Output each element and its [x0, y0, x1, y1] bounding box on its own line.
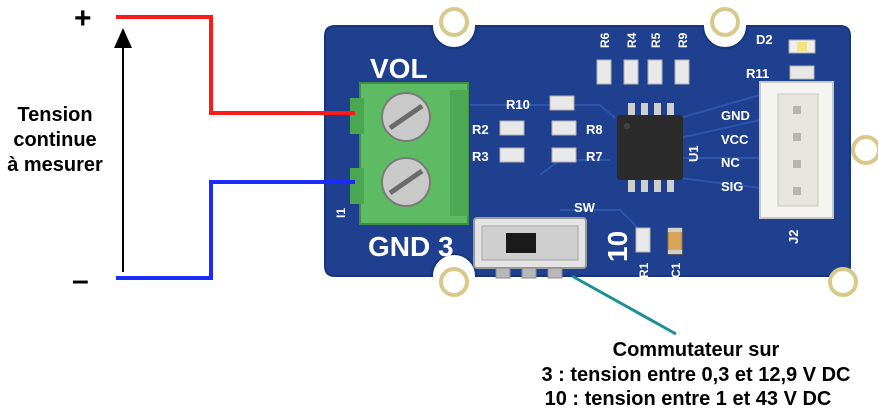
- pin-label-nc: NC: [721, 155, 740, 170]
- switch-note-line-3: 10 : tension entre 1 et 43 V DC: [545, 388, 832, 410]
- tension-label-line-3: à mesurer: [7, 154, 103, 176]
- resistor-r11: [789, 65, 815, 80]
- label-j2: J2: [786, 230, 801, 244]
- label-r6: R6: [598, 32, 612, 48]
- minus-sign: –: [72, 264, 89, 297]
- mounting-hole: [828, 267, 858, 297]
- pin-label-sig: SIG: [721, 179, 743, 194]
- pin-label-gnd: GND: [721, 108, 750, 123]
- label-c1: C1: [669, 262, 683, 278]
- label-switch-10: 10: [602, 231, 633, 262]
- tension-label-line-2: continue: [13, 129, 96, 151]
- label-r3: R3: [472, 149, 489, 164]
- tension-label-line-1: Tension: [17, 104, 92, 126]
- label-gnd: GND: [368, 231, 430, 262]
- label-r5: R5: [649, 32, 663, 48]
- label-r11: R11: [746, 66, 769, 81]
- led-icon: [788, 39, 816, 54]
- pcb-traces: [470, 94, 761, 231]
- mounting-hole: [439, 267, 469, 297]
- resistor-r2: [499, 120, 525, 136]
- resistor-r9: [674, 59, 690, 85]
- label-r10: R10: [506, 97, 530, 112]
- resistor-r1: [635, 227, 651, 253]
- label-r7: R7: [586, 149, 603, 164]
- switch-leader-line: [571, 274, 677, 336]
- resistor-r4: [623, 59, 639, 85]
- op-amp-chip-icon: [617, 103, 683, 192]
- resistor-r5: [647, 59, 663, 85]
- slide-switch-icon: [473, 217, 587, 279]
- mounting-hole: [439, 7, 469, 37]
- grove-connector-icon: [759, 81, 834, 219]
- label-r2: R2: [472, 122, 489, 137]
- wire-negative: [116, 180, 355, 280]
- label-r9: R9: [676, 32, 690, 48]
- resistor-array: [499, 59, 815, 253]
- capacitor-c1: [667, 227, 683, 255]
- label-switch-3: 3: [438, 231, 454, 262]
- label-d2: D2: [756, 32, 773, 47]
- label-i1: I1: [334, 208, 348, 218]
- resistor-r3: [499, 147, 525, 163]
- mounting-hole: [710, 7, 740, 37]
- label-r8: R8: [586, 122, 603, 137]
- voltage-arrow: [114, 28, 132, 272]
- silkscreen-labels: VOL GND 3 10 SW I1 R10 R2 R3 R8 R7 R6 R4…: [334, 32, 801, 278]
- plus-sign: +: [74, 2, 92, 35]
- resistor-r7: [551, 147, 577, 163]
- wires: [116, 15, 355, 280]
- pin-label-vcc: VCC: [721, 132, 749, 147]
- screw-terminal-icon: [350, 82, 469, 225]
- label-vol: VOL: [370, 53, 428, 84]
- resistor-r6: [596, 59, 612, 85]
- resistor-r8: [551, 120, 577, 136]
- label-sw: SW: [574, 200, 596, 215]
- wire-positive: [116, 15, 355, 115]
- label-r4: R4: [625, 32, 639, 48]
- resistor-r10: [549, 95, 575, 111]
- label-r1: R1: [637, 262, 651, 278]
- mounting-hole: [851, 135, 878, 165]
- label-u1: U1: [686, 145, 701, 162]
- switch-note-line-2: 3 : tension entre 0,3 et 12,9 V DC: [542, 364, 851, 386]
- switch-note-line-1: Commutateur sur: [613, 339, 780, 361]
